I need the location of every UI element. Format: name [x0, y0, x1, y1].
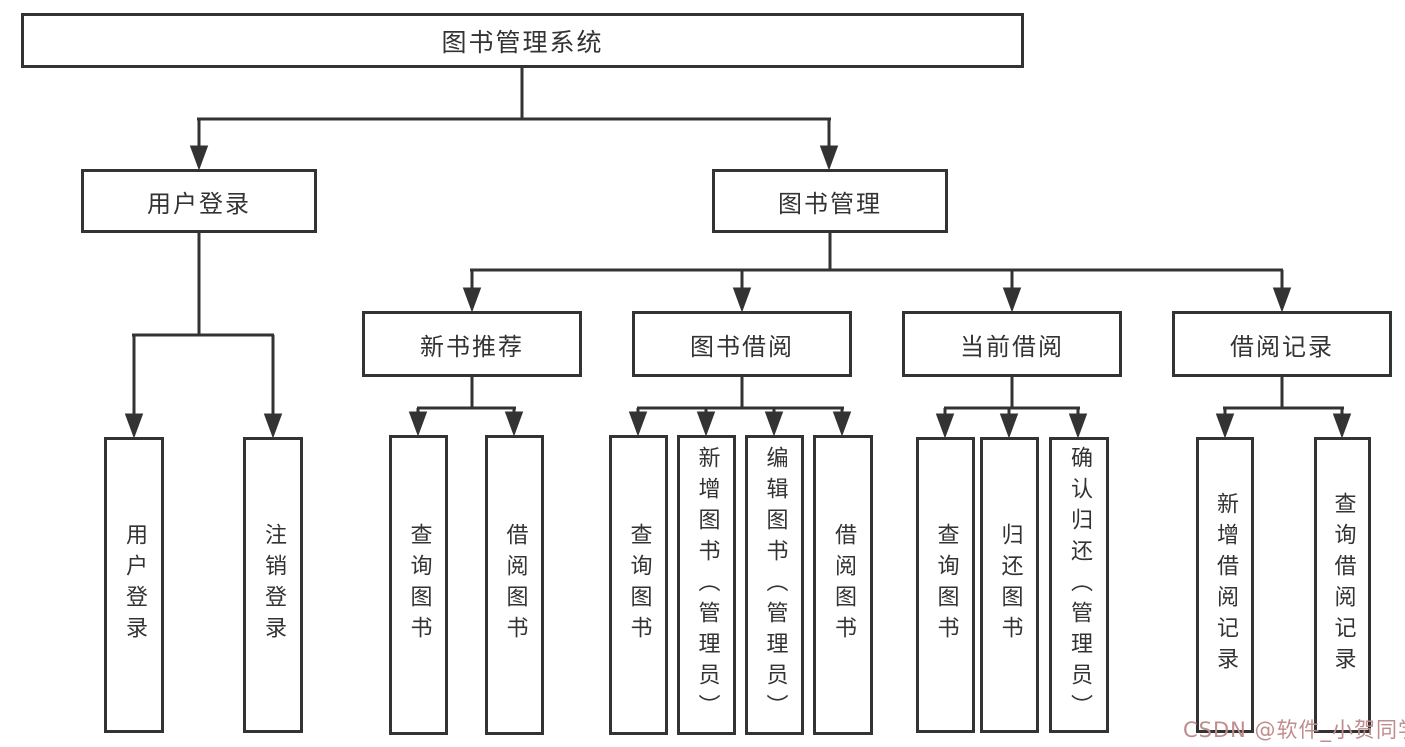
- leaf-confirm-return-admin-label: 确认归还（管理员）: [1067, 445, 1092, 725]
- node-book-borrow-label: 图书借阅: [690, 332, 794, 361]
- node-book-management-label: 图书管理: [778, 189, 882, 218]
- node-root-system: 图书管理系统: [21, 13, 1024, 68]
- node-current-borrow: 当前借阅: [902, 311, 1122, 377]
- leaf-query-borrow-record-label: 查询借阅记录: [1330, 492, 1356, 678]
- leaf-borrow-book-1: 借阅图书: [485, 435, 544, 735]
- connector-root: [189, 68, 839, 171]
- node-root-label: 图书管理系统: [441, 27, 604, 57]
- connector-new-book-recommend: [408, 377, 524, 437]
- leaf-return-book-label: 归还图书: [997, 523, 1023, 647]
- connector-book-borrow: [628, 377, 852, 437]
- node-user-login-label: 用户登录: [147, 189, 251, 218]
- leaf-borrow-book-2: 借阅图书: [813, 435, 873, 735]
- csdn-watermark: CSDN @软件_小贺同学: [1183, 718, 1405, 742]
- leaf-user-login-label: 用户登录: [122, 523, 147, 647]
- leaf-add-borrow-record-label: 新增借阅记录: [1213, 492, 1238, 678]
- node-new-book-recommend-label: 新书推荐: [420, 332, 524, 361]
- leaf-return-book: 归还图书: [980, 437, 1039, 733]
- leaf-query-book-1-label: 查询图书: [406, 523, 432, 647]
- leaf-add-book-admin: 新增图书（管理员）: [677, 435, 736, 735]
- leaf-add-borrow-record: 新增借阅记录: [1196, 437, 1254, 733]
- node-book-management: 图书管理: [712, 169, 948, 233]
- node-book-borrow: 图书借阅: [632, 311, 852, 377]
- leaf-confirm-return-admin: 确认归还（管理员）: [1049, 437, 1109, 733]
- leaf-borrow-book-2-label: 借阅图书: [831, 523, 856, 647]
- connector-borrow-record: [1215, 377, 1352, 439]
- leaf-user-login: 用户登录: [104, 437, 164, 733]
- connector-book-management: [462, 233, 1292, 313]
- node-current-borrow-label: 当前借阅: [960, 332, 1064, 361]
- node-borrow-record-label: 借阅记录: [1230, 332, 1334, 361]
- leaf-query-book-3-label: 查询图书: [933, 523, 959, 647]
- leaf-add-book-admin-label: 新增图书（管理员）: [694, 445, 720, 725]
- leaf-logout-label: 注销登录: [261, 523, 286, 647]
- leaf-borrow-book-1-label: 借阅图书: [502, 523, 528, 647]
- node-new-book-recommend: 新书推荐: [362, 311, 582, 377]
- leaf-logout: 注销登录: [243, 437, 303, 733]
- leaf-edit-book-admin: 编辑图书（管理员）: [745, 435, 804, 735]
- leaf-query-book-2: 查询图书: [609, 435, 668, 735]
- leaf-edit-book-admin-label: 编辑图书（管理员）: [762, 445, 788, 725]
- leaf-query-borrow-record: 查询借阅记录: [1314, 437, 1371, 733]
- connector-user-login: [124, 233, 283, 439]
- leaf-query-book-2-label: 查询图书: [626, 523, 652, 647]
- node-user-login: 用户登录: [81, 169, 317, 233]
- leaf-query-book-3: 查询图书: [916, 437, 975, 733]
- node-borrow-record: 借阅记录: [1172, 311, 1392, 377]
- connector-current-borrow: [935, 377, 1088, 439]
- leaf-query-book-1: 查询图书: [389, 435, 448, 735]
